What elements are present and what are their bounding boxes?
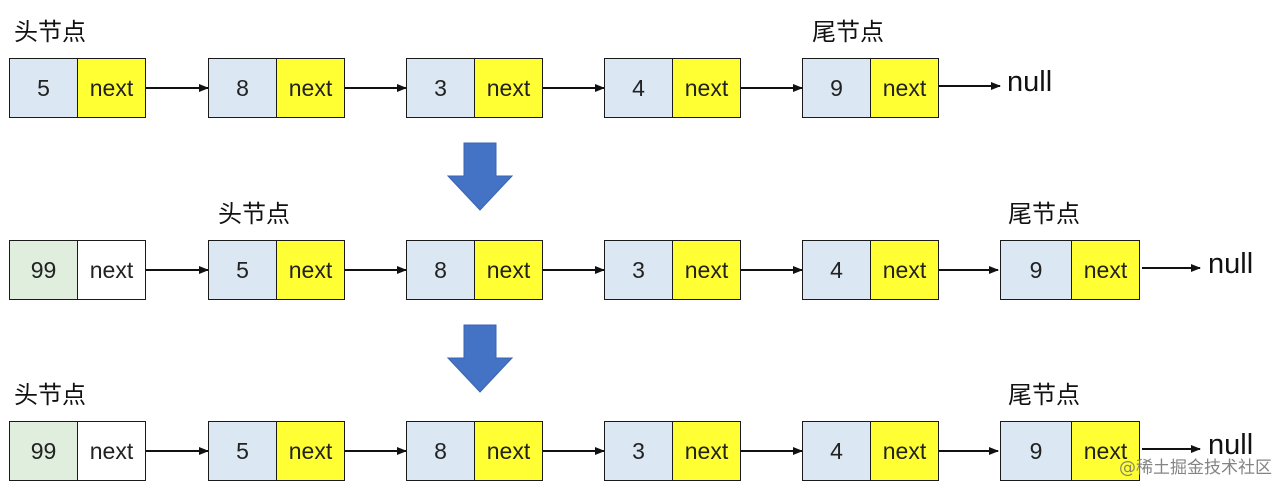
node-value: 99 (9, 421, 78, 481)
node-value: 3 (604, 240, 673, 300)
node-value: 9 (802, 58, 871, 118)
list-node: 3 next (406, 58, 543, 118)
node-next-pointer: next (277, 421, 345, 481)
node-value: 4 (802, 421, 871, 481)
transition-down-arrow (446, 324, 514, 393)
node-value: 5 (208, 240, 277, 300)
watermark: @稀土掘金技术社区 (1119, 458, 1272, 478)
list-node: 4 next (802, 421, 939, 481)
new-list-node: 99 next (9, 240, 146, 300)
node-value: 8 (208, 58, 277, 118)
node-value: 9 (1000, 240, 1072, 300)
node-next-pointer: next (871, 58, 939, 118)
null-terminator: null (1007, 66, 1053, 98)
node-next-pointer: next (1072, 240, 1140, 300)
transition-down-arrow (446, 142, 514, 211)
node-value: 5 (208, 421, 277, 481)
node-next-pointer: next (475, 240, 543, 300)
tail-label: 尾节点 (812, 18, 884, 46)
list-node: 4 next (802, 240, 939, 300)
list-node: 5 next (208, 421, 345, 481)
list-node: 3 next (604, 240, 741, 300)
head-label: 头节点 (14, 18, 86, 46)
node-next-pointer: next (277, 58, 345, 118)
list-node: 8 next (208, 58, 345, 118)
new-list-node: 99 next (9, 421, 146, 481)
list-node: 8 next (406, 421, 543, 481)
list-node: 9 next (1000, 240, 1140, 300)
node-value: 3 (406, 58, 475, 118)
node-next-pointer: next (871, 240, 939, 300)
list-node: 5 next (208, 240, 345, 300)
node-next-pointer: next (78, 240, 146, 300)
node-next-pointer: next (871, 421, 939, 481)
head-label: 头节点 (218, 200, 290, 228)
node-value: 99 (9, 240, 78, 300)
node-next-pointer: next (673, 421, 741, 481)
node-next-pointer: next (78, 58, 146, 118)
node-next-pointer: next (1072, 421, 1140, 481)
node-next-pointer: next (475, 421, 543, 481)
node-value: 4 (604, 58, 673, 118)
node-next-pointer: next (673, 58, 741, 118)
node-value: 5 (9, 58, 78, 118)
node-next-pointer: next (673, 240, 741, 300)
node-next-pointer: next (277, 240, 345, 300)
list-node: 4 next (604, 58, 741, 118)
list-node: 3 next (604, 421, 741, 481)
node-value: 3 (604, 421, 673, 481)
list-node: 9 next (802, 58, 939, 118)
tail-label: 尾节点 (1008, 200, 1080, 228)
list-node: 8 next (406, 240, 543, 300)
tail-label: 尾节点 (1008, 381, 1080, 409)
list-node: 5 next (9, 58, 146, 118)
null-terminator: null (1208, 429, 1254, 461)
list-node: 9 next (1000, 421, 1140, 481)
node-value: 8 (406, 421, 475, 481)
node-next-pointer: next (475, 58, 543, 118)
node-value: 4 (802, 240, 871, 300)
node-next-pointer: next (78, 421, 146, 481)
node-value: 8 (406, 240, 475, 300)
head-label: 头节点 (14, 381, 86, 409)
node-value: 9 (1000, 421, 1072, 481)
null-terminator: null (1208, 248, 1254, 280)
